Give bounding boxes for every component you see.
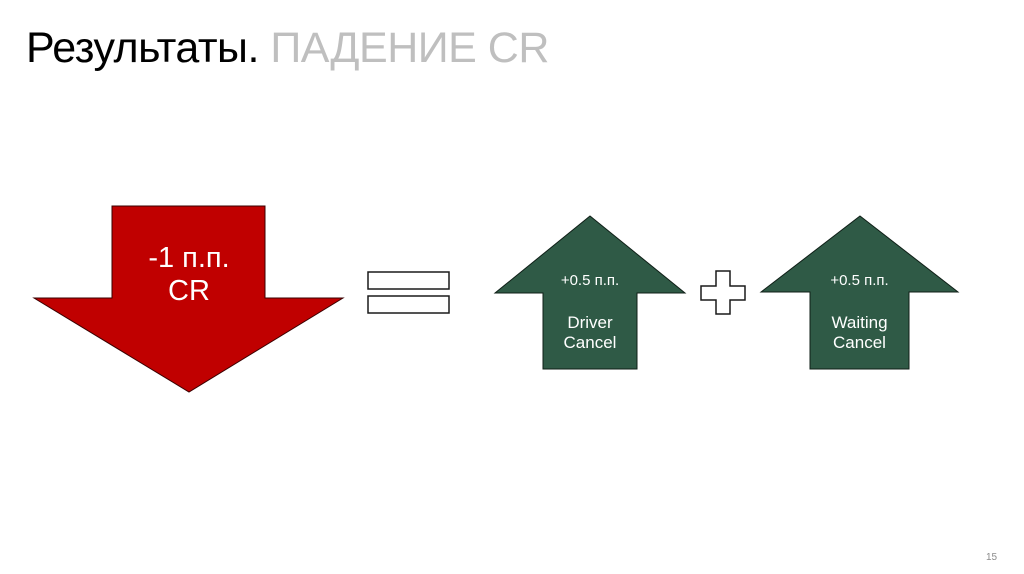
component-name: Driver Cancel (543, 313, 637, 353)
up-arrow-icon (493, 215, 687, 370)
component-name-line1: Waiting (831, 313, 888, 332)
component-name: Waiting Cancel (810, 313, 909, 353)
component-name-line1: Driver (567, 313, 613, 332)
component-name-line2: Cancel (833, 333, 886, 352)
page-number: 15 (986, 552, 998, 563)
title-main: Результаты. (26, 24, 259, 72)
result-metric: CR (168, 275, 210, 307)
result-value: -1 п.п. (148, 242, 230, 274)
result-label: -1 п.п. CR (112, 242, 266, 308)
component-value: +0.5 п.п. (830, 272, 889, 289)
component-name-line2: Cancel (563, 333, 617, 352)
down-arrow-icon (32, 205, 345, 393)
equals-icon (367, 271, 450, 314)
plus-icon (700, 270, 746, 315)
title-accent: ПАДЕНИЕ CR (270, 24, 549, 72)
slide-title: Результаты. ПАДЕНИЕ CR (26, 18, 549, 78)
up-arrow-icon (759, 215, 960, 370)
component-value: +0.5 п.п. (560, 272, 620, 289)
